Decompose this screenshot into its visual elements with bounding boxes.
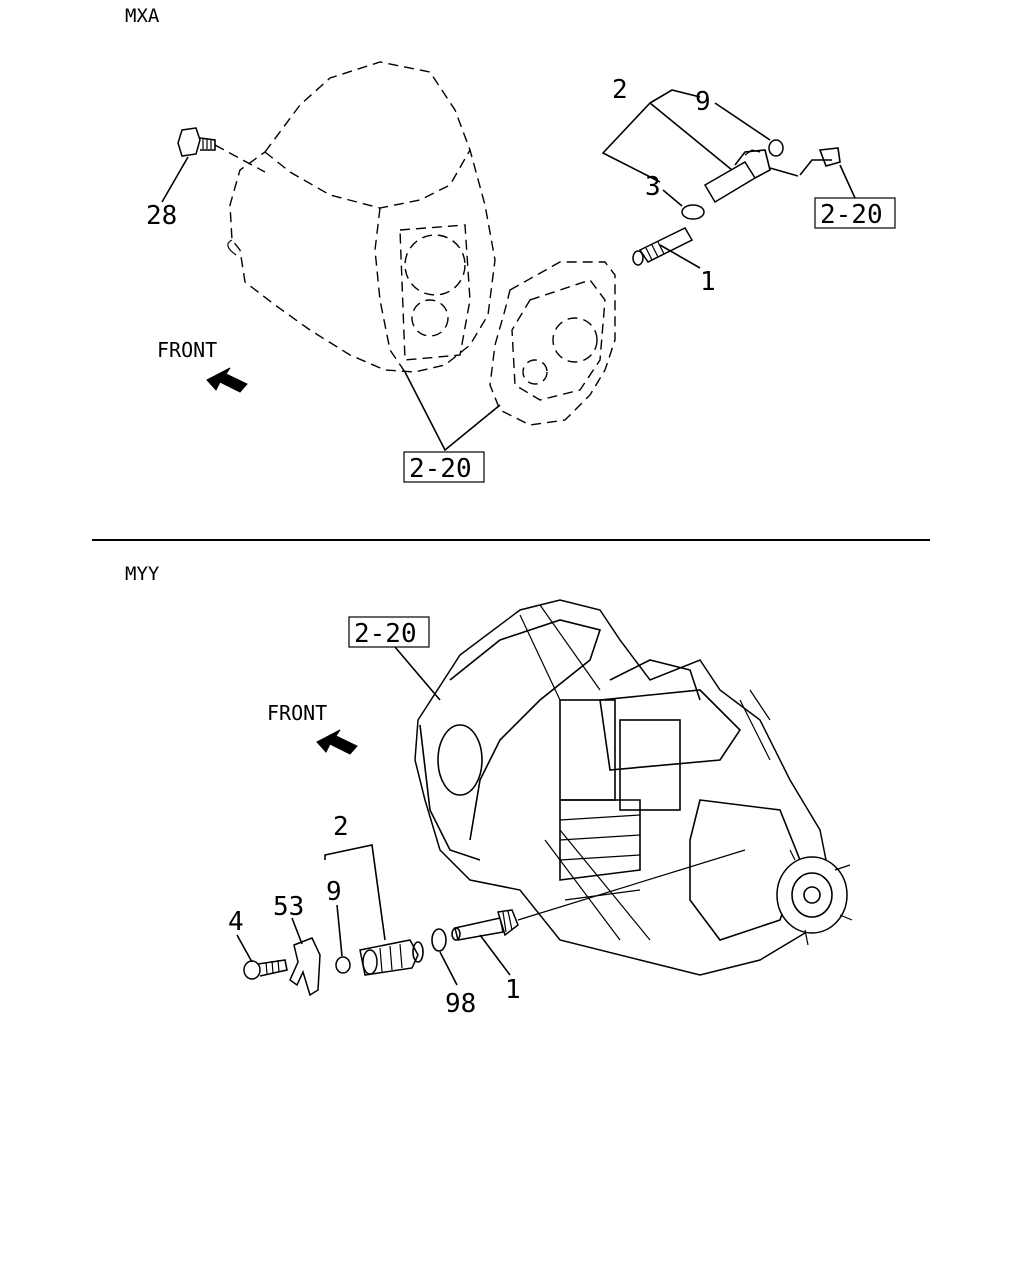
bolt-4 bbox=[243, 959, 288, 980]
ref-box-myy bbox=[348, 616, 430, 648]
front-arrow-icon bbox=[206, 367, 248, 393]
front-label-top: FRONT bbox=[157, 338, 217, 362]
section-mxa: MXA 28 FRONT bbox=[125, 5, 896, 484]
callout-3: 3 bbox=[645, 172, 661, 202]
leader-ref-right bbox=[839, 164, 856, 199]
sleeve-2 bbox=[359, 939, 424, 976]
callout-1-top: 1 bbox=[700, 267, 716, 297]
lock-plate-53 bbox=[289, 937, 321, 997]
bolt-28 bbox=[177, 127, 266, 173]
speedometer-sleeve bbox=[703, 139, 841, 204]
callout-9-top: 9 bbox=[695, 87, 711, 117]
transmission-housing bbox=[227, 61, 496, 373]
ref-bottom-label: 2-20 bbox=[409, 454, 472, 484]
callout-4: 4 bbox=[228, 907, 244, 937]
leader-98 bbox=[439, 951, 458, 986]
leader-53 bbox=[291, 917, 303, 945]
leader-1-bottom bbox=[479, 934, 511, 976]
callout-1-bottom: 1 bbox=[505, 975, 521, 1005]
leader-1-top bbox=[659, 244, 701, 269]
leader-2-top bbox=[649, 89, 701, 104]
install-line bbox=[517, 849, 746, 921]
ref-box-right bbox=[814, 197, 896, 229]
o-ring-3 bbox=[681, 204, 705, 220]
leader-ref-myy bbox=[394, 646, 441, 701]
section-label-myy: MYY bbox=[125, 563, 160, 585]
transmission-assembly bbox=[414, 599, 853, 976]
callout-2-bottom: 2 bbox=[333, 812, 349, 842]
driven-gear-1 bbox=[632, 227, 694, 266]
leader-ref-bottom bbox=[404, 371, 501, 452]
callout-28: 28 bbox=[146, 201, 177, 231]
leader-4 bbox=[236, 934, 253, 963]
leader-28 bbox=[161, 156, 189, 203]
callout-53: 53 bbox=[273, 892, 304, 922]
ref-box-bottom bbox=[403, 451, 485, 483]
ref-myy-label: 2-20 bbox=[354, 619, 417, 649]
callout-98: 98 bbox=[445, 989, 476, 1019]
callout-2-top: 2 bbox=[612, 75, 628, 105]
leader-9-bottom bbox=[336, 904, 343, 957]
front-arrow-icon bbox=[316, 729, 358, 755]
leader-9-top bbox=[714, 102, 771, 141]
bracket-2-mid bbox=[649, 102, 733, 171]
callout-9-bottom: 9 bbox=[326, 877, 342, 907]
seal-9 bbox=[335, 956, 351, 974]
leader-3 bbox=[662, 189, 683, 207]
ref-right-label: 2-20 bbox=[820, 200, 883, 230]
section-myy: MYY 2-20 FRONT bbox=[125, 563, 853, 1019]
front-label-bottom: FRONT bbox=[267, 701, 327, 725]
driven-gear-1-bottom bbox=[451, 909, 519, 941]
o-ring-98 bbox=[431, 928, 447, 952]
bracket-2-bottom bbox=[324, 844, 386, 941]
bracket-2-left bbox=[601, 102, 661, 183]
section-label-mxa: MXA bbox=[125, 5, 160, 27]
adapter-plate bbox=[489, 261, 616, 426]
